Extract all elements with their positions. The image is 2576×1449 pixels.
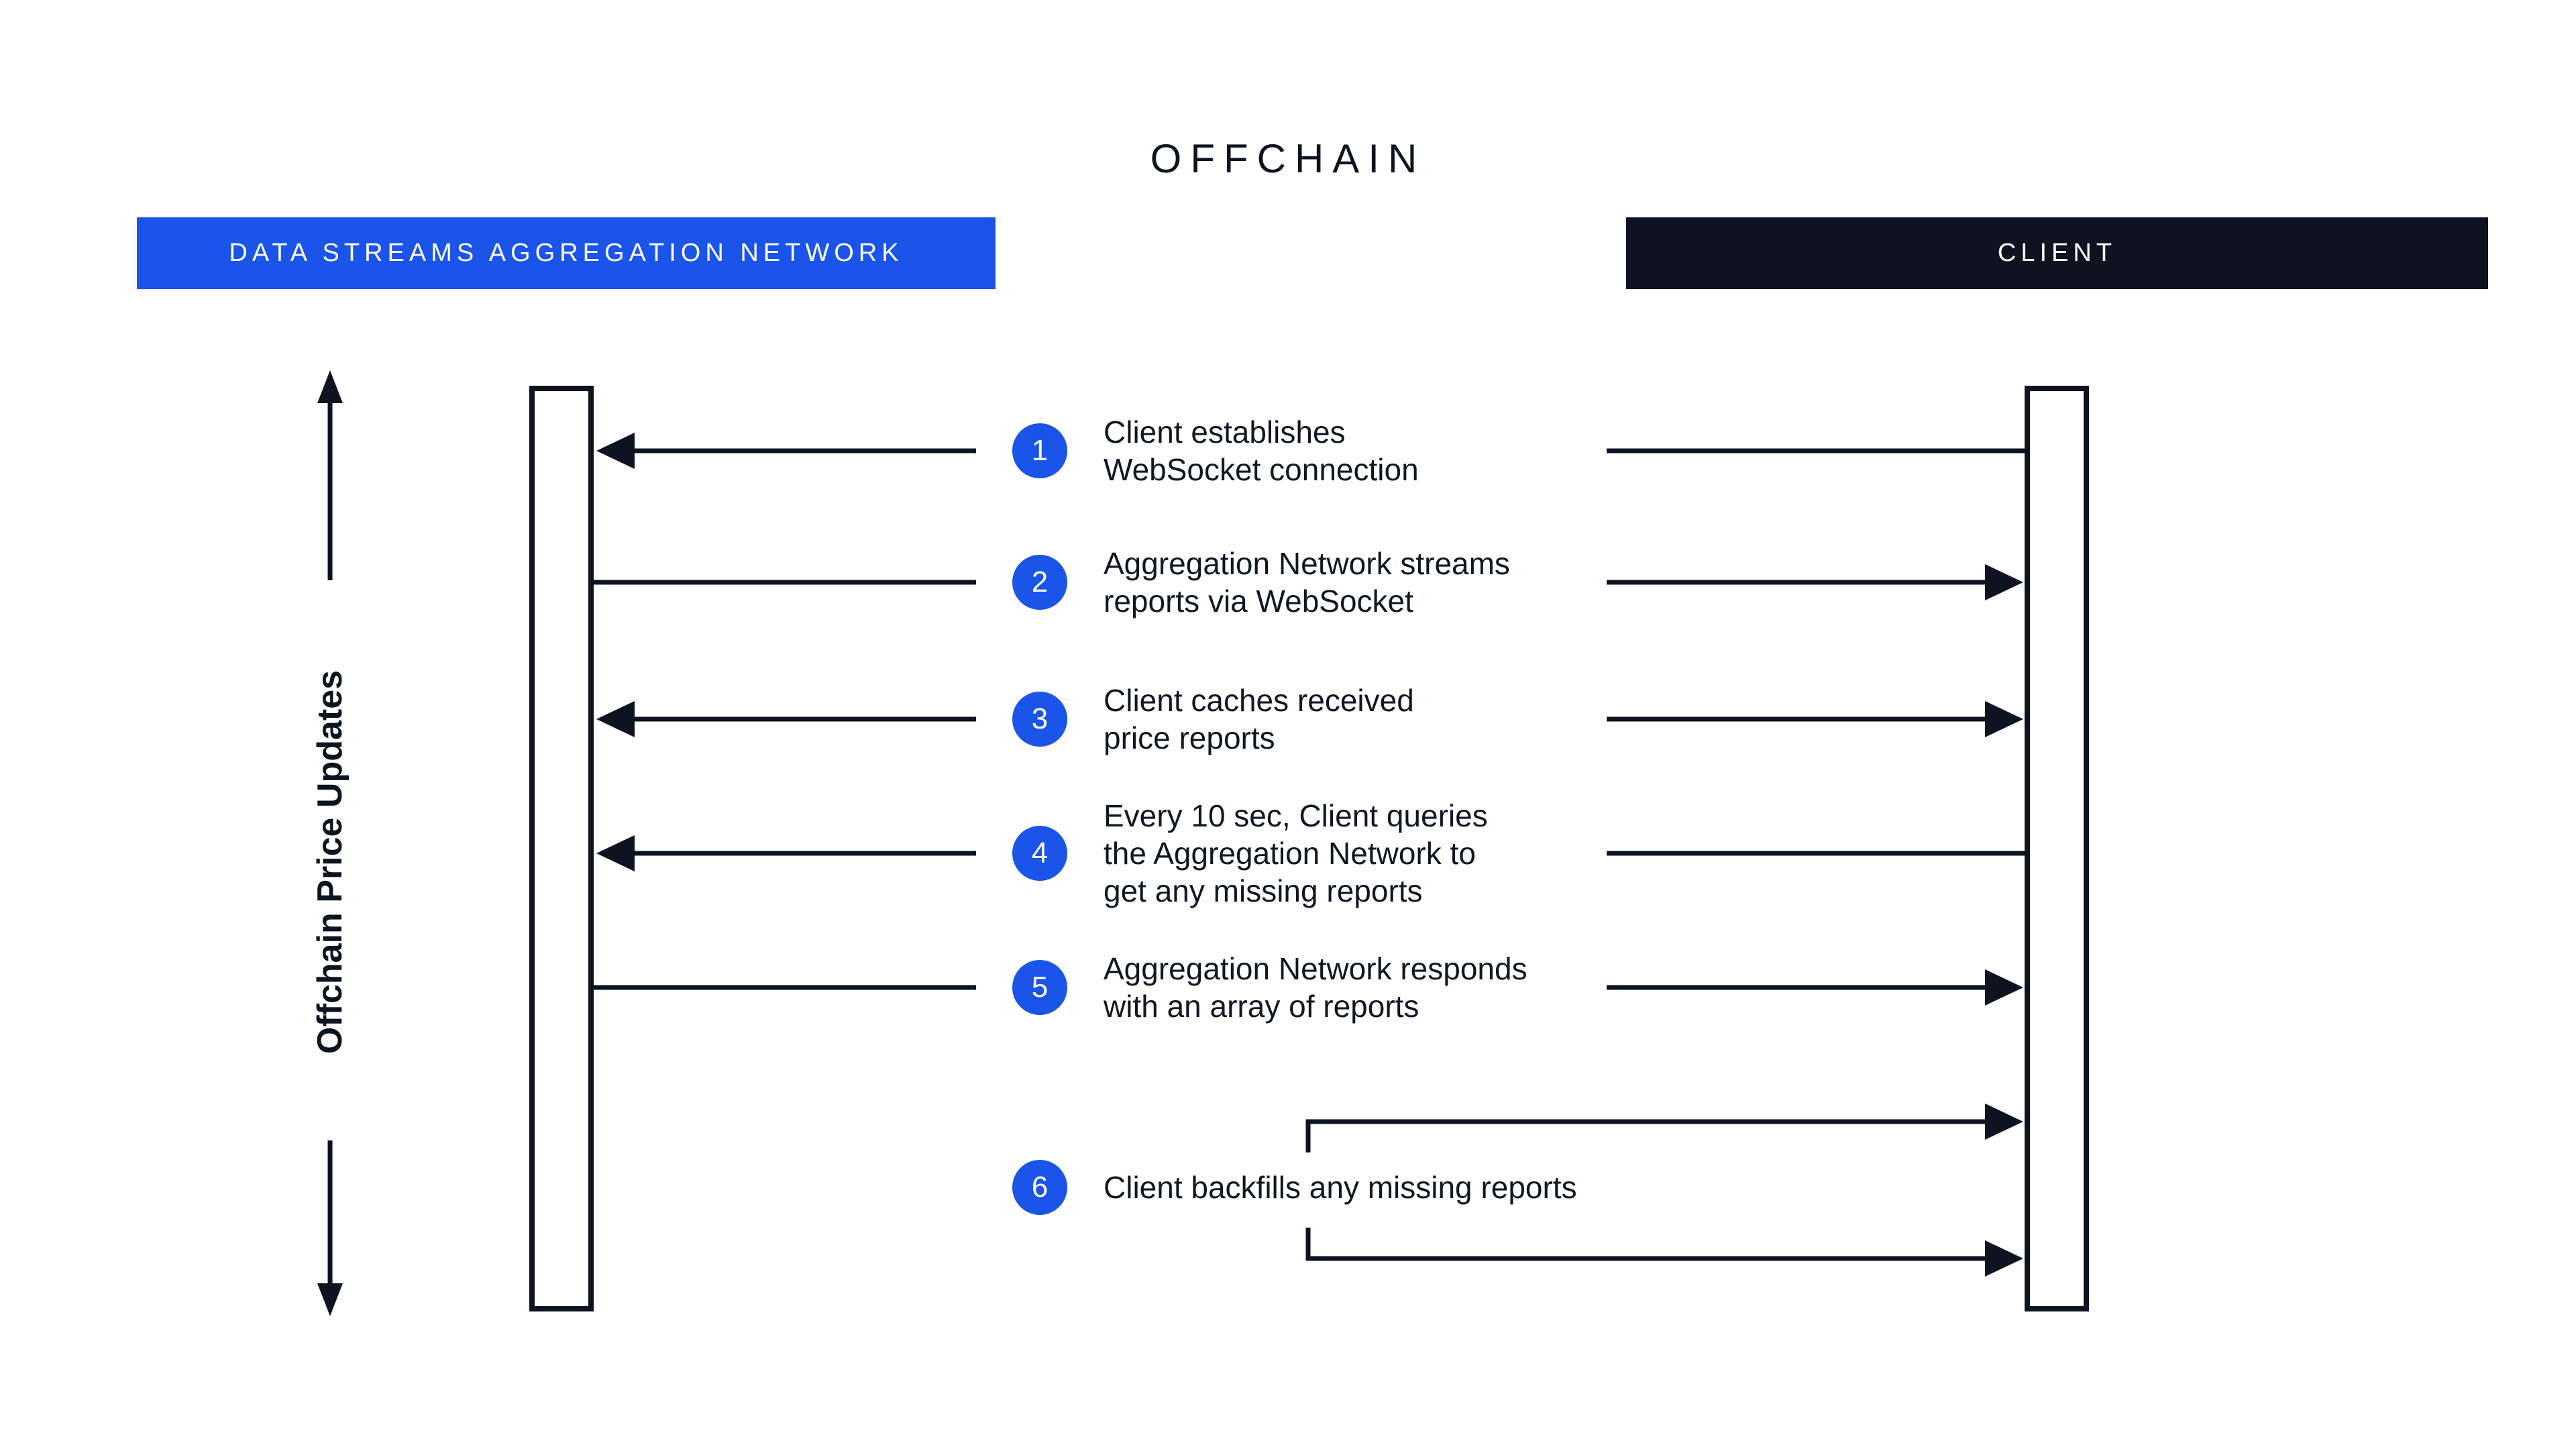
page-title: OFFCHAIN bbox=[1150, 136, 1426, 181]
client-lifeline bbox=[2025, 386, 2089, 1311]
step-4-badge: 4 bbox=[1012, 826, 1067, 881]
step-5-badge: 5 bbox=[1012, 960, 1067, 1015]
step-3-text: Client caches received price reports bbox=[1104, 683, 1414, 755]
step-6-bottom-arrowhead bbox=[1985, 1240, 2023, 1277]
actor-network-header: DATA STREAMS AGGREGATION NETWORK bbox=[137, 217, 996, 289]
step-1-badge: 1 bbox=[1012, 423, 1067, 478]
step-4-left-arrowhead bbox=[596, 835, 635, 871]
step-6-text: Client backfills any missing reports bbox=[1104, 1170, 1577, 1205]
step-6-bottom-bracket bbox=[1305, 1228, 1990, 1261]
axis-down-arrowhead bbox=[317, 1283, 343, 1316]
axis-label: Offchain Price Updates bbox=[311, 669, 350, 1055]
step-3-right-arrowhead bbox=[1985, 701, 2023, 737]
actor-client-header: CLIENT bbox=[1626, 217, 2488, 289]
step-2-right-arrowhead bbox=[1985, 564, 2023, 600]
step-2-text: Aggregation Network streams reports via … bbox=[1104, 546, 1510, 619]
axis-up-arrowhead bbox=[317, 370, 343, 403]
step-6-badge: 6 bbox=[1012, 1160, 1067, 1215]
step-4-text: Every 10 sec, Client queries the Aggrega… bbox=[1104, 798, 1488, 908]
step-5-right-arrowhead bbox=[1985, 969, 2023, 1006]
step-6-top-bracket bbox=[1305, 1119, 1990, 1152]
step-2-badge: 2 bbox=[1012, 555, 1067, 610]
step-3-left-arrowhead bbox=[596, 701, 635, 737]
actor-client-label: CLIENT bbox=[1997, 239, 2117, 267]
actor-network-label: DATA STREAMS AGGREGATION NETWORK bbox=[229, 239, 904, 267]
step-5-text: Aggregation Network responds with an arr… bbox=[1104, 951, 1527, 1024]
step-3-badge: 3 bbox=[1012, 692, 1067, 747]
step-1-left-arrowhead bbox=[596, 433, 635, 469]
network-lifeline bbox=[529, 386, 594, 1311]
step-1-text: Client establishes WebSocket connection bbox=[1104, 415, 1419, 487]
step-6-top-arrowhead bbox=[1985, 1104, 2023, 1140]
